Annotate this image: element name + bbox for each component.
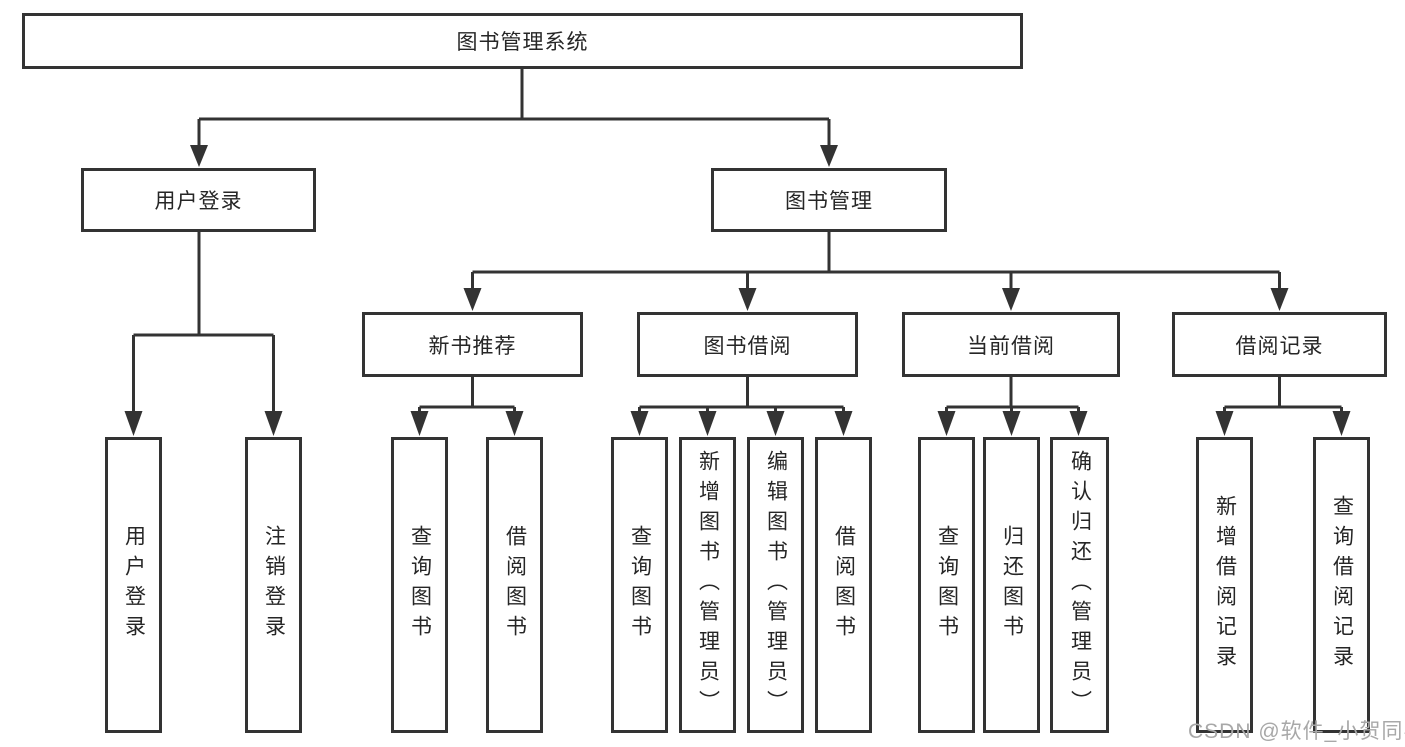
arrowhead-user-login xyxy=(190,145,208,167)
arrowhead-book-borrow xyxy=(738,288,757,311)
arrowhead-book-management xyxy=(820,145,838,167)
leaf-bb-borrow-books: 借阅图书 xyxy=(815,437,872,733)
connector-new-book-group xyxy=(418,377,516,414)
connector-borrow-records-group xyxy=(1223,377,1343,414)
arrowhead-current-borrow xyxy=(1002,288,1020,311)
arrowhead-cb-confirm xyxy=(1069,411,1088,436)
arrowhead-nb-query xyxy=(410,411,429,436)
leaf-cb-query-books-label: 查询图书 xyxy=(935,525,959,645)
connector-current-borrow-group xyxy=(945,377,1080,414)
arrowhead-new-book xyxy=(463,288,482,311)
leaf-cb-confirm-return-admin-label: 确认归还（管理员） xyxy=(1068,450,1092,720)
connector-book-borrow-group xyxy=(638,377,845,414)
node-borrow-records: 借阅记录 xyxy=(1172,312,1387,377)
arrowhead-nb-borrow xyxy=(505,411,524,436)
leaf-bb-add-books-admin: 新增图书（管理员） xyxy=(679,437,736,733)
leaf-nb-borrow-books-label: 借阅图书 xyxy=(503,525,527,645)
leaf-bb-query-books: 查询图书 xyxy=(611,437,668,733)
leaf-bb-edit-books-admin: 编辑图书（管理员） xyxy=(747,437,804,733)
leaf-br-add-record-label: 新增借阅记录 xyxy=(1213,495,1237,675)
leaf-user-login-label: 用户登录 xyxy=(122,525,146,645)
leaf-br-query-record: 查询借阅记录 xyxy=(1313,437,1370,733)
arrowhead-bb-query xyxy=(630,411,649,436)
leaf-nb-borrow-books: 借阅图书 xyxy=(486,437,543,733)
leaf-cb-query-books: 查询图书 xyxy=(918,437,975,733)
node-new-book-recommend: 新书推荐 xyxy=(362,312,583,377)
leaf-br-query-record-label: 查询借阅记录 xyxy=(1330,495,1354,675)
leaf-cb-return-books: 归还图书 xyxy=(983,437,1040,733)
node-user-login: 用户登录 xyxy=(81,168,316,232)
node-book-management: 图书管理 xyxy=(711,168,947,232)
connector-root-stem xyxy=(197,69,831,148)
leaf-user-login: 用户登录 xyxy=(105,437,162,733)
arrowhead-leaf-logout xyxy=(264,411,283,436)
leaf-cb-confirm-return-admin: 确认归还（管理员） xyxy=(1050,437,1109,733)
arrowhead-cb-query xyxy=(937,411,956,436)
csdn-watermark: CSDN @软件_小贺同学 xyxy=(1188,720,1405,743)
connector-book-management-group xyxy=(471,232,1281,291)
leaf-br-add-record: 新增借阅记录 xyxy=(1196,437,1253,733)
arrowhead-borrow-records xyxy=(1270,288,1289,311)
leaf-logout: 注销登录 xyxy=(245,437,302,733)
leaf-bb-edit-books-admin-label: 编辑图书（管理员） xyxy=(764,450,788,720)
leaf-bb-query-books-label: 查询图书 xyxy=(628,525,652,645)
arrowhead-cb-return xyxy=(1002,411,1021,436)
leaf-nb-query-books: 查询图书 xyxy=(391,437,448,733)
leaf-cb-return-books-label: 归还图书 xyxy=(1000,525,1024,645)
node-root: 图书管理系统 xyxy=(22,13,1023,69)
arrowhead-leaf-login xyxy=(124,411,143,436)
leaf-bb-add-books-admin-label: 新增图书（管理员） xyxy=(696,450,720,720)
arrowhead-bb-edit xyxy=(766,411,785,436)
node-current-borrow: 当前借阅 xyxy=(902,312,1120,377)
connector-user-login-group xyxy=(132,232,275,414)
leaf-logout-label: 注销登录 xyxy=(262,525,286,645)
leaf-bb-borrow-books-label: 借阅图书 xyxy=(832,525,856,645)
leaf-nb-query-books-label: 查询图书 xyxy=(408,525,432,645)
arrowhead-br-add xyxy=(1215,411,1234,436)
node-book-borrow: 图书借阅 xyxy=(637,312,858,377)
arrowhead-bb-add xyxy=(698,411,717,436)
arrowhead-bb-borrow xyxy=(834,411,853,436)
arrowhead-br-query xyxy=(1332,411,1351,436)
